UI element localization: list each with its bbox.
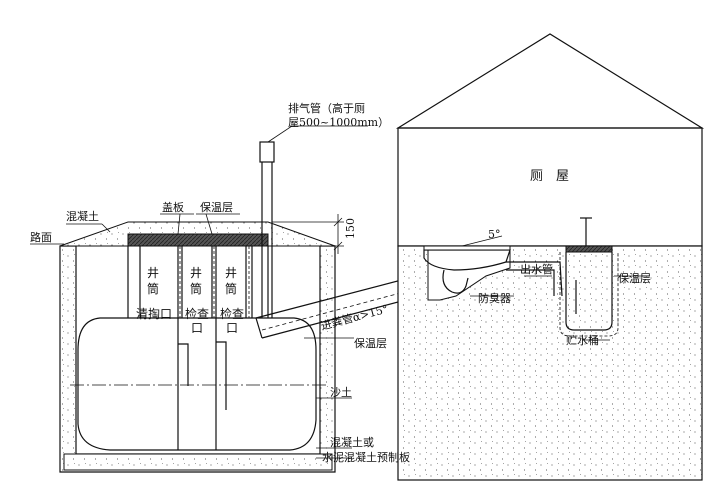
well-3-char-2: 筒: [225, 281, 237, 296]
water-bucket-label: 贮水桶: [566, 333, 599, 347]
well-1-char-2: 筒: [147, 281, 159, 296]
angle-mark: [461, 235, 506, 247]
sand-label: 沙土: [330, 386, 352, 399]
odor-trap: [442, 269, 469, 294]
cleanout-label: 清掏口: [136, 306, 172, 321]
road-surface-label: 路面: [30, 231, 52, 244]
toilet-house-label-1: 厕: [530, 169, 543, 184]
well-3-char-1: 井: [225, 266, 237, 280]
toilet-house-label-2: 屋: [556, 169, 569, 184]
well-1-char-1: 井: [147, 266, 159, 280]
inspect-2-label-1: 检查: [220, 306, 244, 321]
dimension-150: [272, 214, 344, 254]
base-label-1: 混凝土或: [330, 435, 374, 449]
inspect-1-label-1: 检查: [185, 306, 209, 321]
inspect-1-label-2: 口: [191, 321, 203, 335]
cover-plate-label: 盖板: [162, 200, 184, 214]
roof: [395, 33, 705, 129]
odor-trap-label: 防臭器: [478, 291, 511, 305]
angle-label: 5°: [488, 228, 501, 241]
inspect-2-label-2: 口: [226, 321, 238, 335]
insulation-right-label: 保温层: [618, 271, 651, 285]
tank-pit: [59, 221, 336, 473]
base-slab: [63, 453, 333, 471]
insulation-pipe-label: 保温层: [354, 336, 387, 350]
vent-pipe-label-1: 排气管（高于厕: [288, 101, 365, 115]
base-label-2: 水泥混凝土预制板: [322, 450, 410, 464]
leader-lines: [30, 125, 650, 459]
insulation-top-label: 保温层: [200, 200, 233, 214]
well-2-char-1: 井: [190, 266, 202, 280]
well-shafts: [127, 233, 269, 318]
bucket-lid: [565, 245, 613, 253]
vent-pipe: [259, 141, 275, 318]
cover-plates: [127, 233, 269, 247]
house-walls: [397, 127, 703, 247]
septic-tank: [70, 317, 328, 451]
concrete-top-label: 混凝土: [66, 209, 99, 223]
well-2-char-2: 筒: [190, 281, 202, 296]
dim-150-label: 150: [344, 218, 357, 239]
toilet-pan: [423, 249, 511, 271]
water-bucket: [565, 252, 613, 331]
toilet-house: [395, 33, 705, 481]
vent-pipe-label-2: 屋500~1000mm）: [288, 116, 389, 129]
outlet-pipe-label: 出水管: [520, 262, 553, 276]
